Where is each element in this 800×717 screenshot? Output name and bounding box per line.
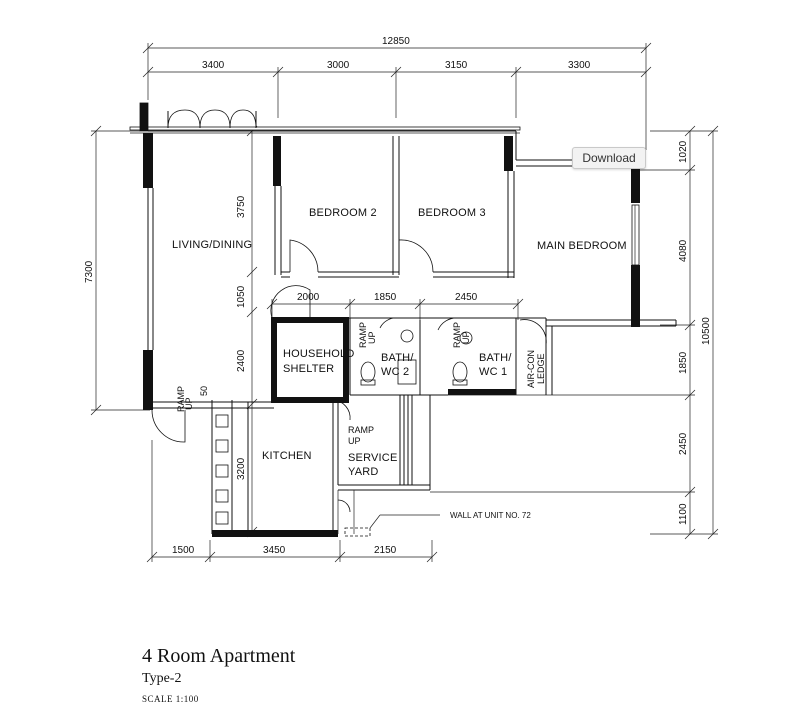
dim-top-3: 3150	[445, 60, 468, 71]
dim-left-4: 3200	[236, 457, 247, 480]
ramp-up-label-service: UP	[348, 436, 361, 446]
download-button[interactable]: Download	[572, 147, 646, 169]
right-dimension-lines	[430, 125, 719, 540]
scale-label: SCALE 1:100	[142, 694, 199, 704]
room-bedroom-3: BEDROOM 3	[418, 207, 486, 219]
dim-left-overall: 7300	[84, 260, 95, 283]
dim-left-2: 1050	[236, 285, 247, 308]
room-bath-wc1-1: BATH/	[479, 352, 512, 364]
room-bath-wc1-2: WC 1	[479, 366, 507, 378]
dim-top-4: 3300	[568, 60, 591, 71]
ramp-label-entry: RAMP	[176, 386, 186, 412]
ramp-label-bath: RAMP	[452, 322, 462, 348]
room-household-shelter-1: HOUSEHOLD	[283, 348, 354, 360]
room-kitchen: KITCHEN	[262, 450, 312, 462]
dim-top-1: 3400	[202, 60, 225, 71]
bottom-dimension-lines	[146, 440, 438, 563]
dim-corridor-3: 2450	[455, 292, 478, 303]
dim-right-4: 2450	[678, 432, 689, 455]
dim-right-5: 1100	[678, 503, 689, 525]
room-aircon-ledge-1: AIR-CON	[526, 350, 536, 388]
room-service-yard-2: YARD	[348, 466, 379, 478]
room-household-shelter-2: SHELTER	[283, 363, 334, 375]
ramp-up-label-bath: UP	[461, 331, 471, 344]
dim-left-1: 3750	[236, 195, 247, 218]
ramp-up-label-entry: UP	[184, 397, 194, 410]
page-subtitle: Type-2	[142, 671, 182, 686]
room-living-dining: LIVING/DINING	[172, 239, 252, 251]
dim-corridor-1: 2000	[297, 292, 320, 303]
dim-bottom-3: 2150	[374, 545, 397, 556]
wall-note: WALL AT UNIT NO. 72	[450, 511, 531, 520]
dim-left-3: 2400	[236, 349, 247, 372]
room-aircon-ledge-2: LEDGE	[536, 353, 546, 384]
dim-right-2: 4080	[678, 239, 689, 262]
doors	[151, 239, 547, 513]
dim-overall-width: 12850	[382, 36, 410, 47]
exterior-walls	[129, 102, 677, 537]
dim-top-2: 3000	[327, 60, 350, 71]
ramp-label-service: RAMP	[348, 425, 374, 435]
ramp-label-shelter: RAMP	[358, 322, 368, 348]
page-title: 4 Room Apartment	[142, 645, 296, 667]
room-bath-wc2-2: WC 2	[381, 366, 409, 378]
dim-ramp: 50	[199, 386, 209, 396]
dim-right-1: 1020	[678, 140, 689, 163]
top-dimension-lines	[142, 42, 652, 150]
dim-bottom-1: 1500	[172, 545, 195, 556]
room-bath-wc2-1: BATH/	[381, 352, 414, 364]
dim-corridor-2: 1850	[374, 292, 397, 303]
room-service-yard-1: SERVICE	[348, 452, 398, 464]
room-main-bedroom: MAIN BEDROOM	[537, 240, 627, 252]
dim-bottom-2: 3450	[263, 545, 286, 556]
dim-right-3: 1850	[678, 351, 689, 374]
dim-right-overall: 10500	[701, 317, 712, 345]
room-bedroom-2: BEDROOM 2	[309, 207, 377, 219]
ramp-up-label-shelter: UP	[367, 331, 377, 344]
bathroom-fixtures	[360, 329, 473, 386]
